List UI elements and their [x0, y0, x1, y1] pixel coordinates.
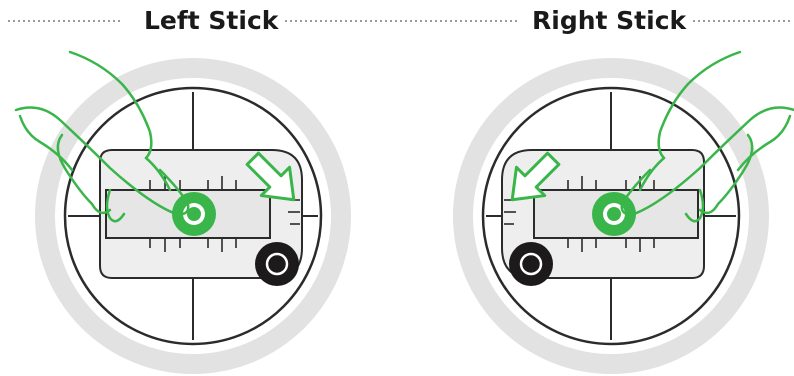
left-stick-diagram: [16, 52, 351, 374]
right-stick-diagram: [453, 52, 794, 374]
right-stick-title: Right Stick: [526, 3, 692, 39]
round-button-icon: [255, 242, 299, 286]
round-button-icon: [509, 242, 553, 286]
left-stick-title: Left Stick: [138, 3, 284, 39]
